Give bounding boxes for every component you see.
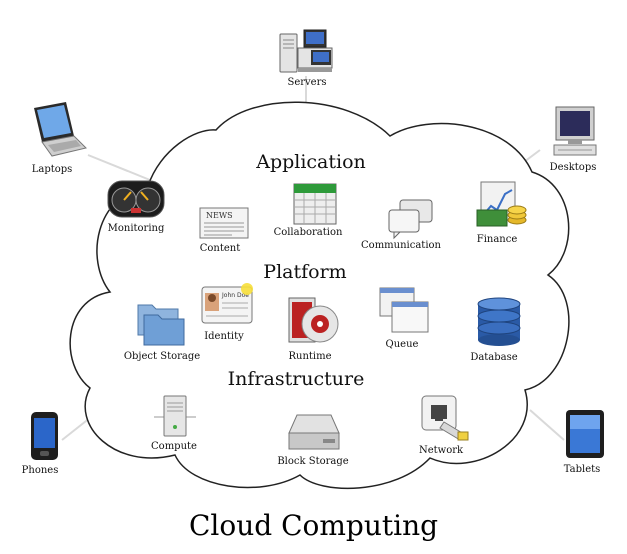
label-compute: Compute xyxy=(151,441,197,452)
layer-infrastructure: Infrastructure xyxy=(227,368,365,390)
phone-icon xyxy=(31,412,58,460)
label-content: Content xyxy=(199,243,241,254)
diagram-title: Cloud Computing xyxy=(188,509,439,542)
chat-bubbles-icon xyxy=(388,199,433,240)
network-jack-icon xyxy=(421,395,469,441)
calendar-icon xyxy=(293,183,337,225)
label-finance: Finance xyxy=(476,234,518,245)
label-collaboration: Collaboration xyxy=(273,227,343,238)
newspaper-icon: NEWS xyxy=(199,207,249,239)
laptop-icon xyxy=(34,102,87,157)
tablet-icon xyxy=(566,410,604,458)
servers-icon xyxy=(279,29,333,73)
label-monitoring: Monitoring xyxy=(107,223,165,234)
layer-platform: Platform xyxy=(263,261,347,283)
label-runtime: Runtime xyxy=(288,351,332,362)
desktop-icon xyxy=(553,106,597,156)
database-icon xyxy=(477,297,521,346)
label-desktops: Desktops xyxy=(549,162,597,173)
label-identity: Identity xyxy=(204,331,244,342)
label-laptops: Laptops xyxy=(31,164,73,175)
newspaper-headline: NEWS xyxy=(206,211,233,220)
id-badge-icon: John Doe xyxy=(201,283,253,324)
compute-server-icon xyxy=(154,395,196,437)
queue-windows-icon xyxy=(379,287,429,333)
label-object-storage: Object Storage xyxy=(123,351,201,362)
cloud-outline xyxy=(69,101,570,489)
label-phones: Phones xyxy=(21,465,59,476)
runtime-disc-icon xyxy=(288,297,339,343)
label-database: Database xyxy=(470,352,518,363)
id-badge-name: John Doe xyxy=(221,292,249,299)
label-queue: Queue xyxy=(385,339,419,350)
label-block-storage: Block Storage xyxy=(277,456,349,467)
layer-application: Application xyxy=(256,151,366,173)
gauge-icon xyxy=(107,180,165,218)
folders-icon xyxy=(137,304,185,346)
label-servers: Servers xyxy=(287,77,327,88)
hard-drive-icon xyxy=(288,414,340,450)
label-communication: Communication xyxy=(361,240,441,251)
finance-chart-icon xyxy=(476,181,527,227)
label-tablets: Tablets xyxy=(563,464,601,475)
label-network: Network xyxy=(418,445,464,456)
